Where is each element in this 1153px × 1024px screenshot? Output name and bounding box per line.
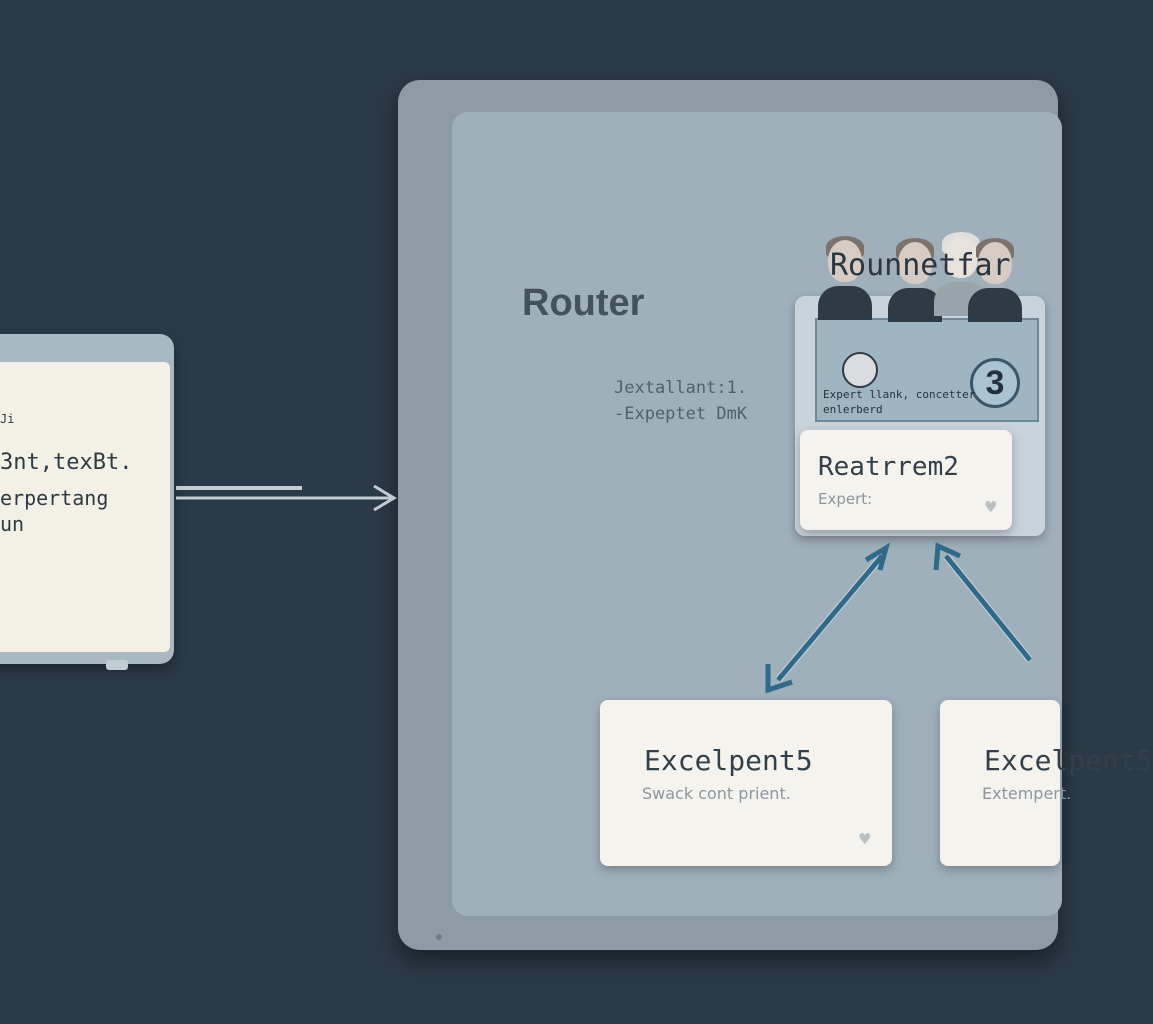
heart-icon: ♥ [984,498,998,516]
input-card [0,334,174,670]
input-line-1: Ji [0,412,15,426]
person-icon [842,352,878,388]
input-line-4: un [0,512,25,536]
avatar-4 [968,238,1022,322]
device-indicator [436,934,442,940]
router-sub-line-2: -Expeptet DmK [614,404,748,424]
group-note-2: enlerberd [823,403,883,416]
input-card-foot [106,660,128,670]
expert-card-bottom-left[interactable]: Excelpent5 Swack cont prient. ♥ [600,700,892,866]
expert-card-top[interactable]: Reatrrem2 Expert: ♥ [800,430,1012,530]
connectors [176,484,1033,694]
input-card-paper [0,362,170,652]
input-arrow [176,484,397,512]
connector-right [933,542,1033,663]
expert-group-title: Rounnetfar [830,248,1011,283]
connector-left [765,542,891,694]
expert-card-top-desc: Expert: [818,490,873,508]
expert-card-top-name: Reatrrem2 [818,452,959,482]
expert-card-bottom-left-name: Excelpent5 [644,744,813,777]
count-badge: 3 [970,358,1020,408]
avatar-2 [888,238,942,322]
heart-icon: ♥ [858,830,872,848]
group-note-1: Expert llank, concetter [823,388,976,401]
expert-card-bottom-right-name: Excelpent5 [984,744,1153,777]
expert-card-bottom-right-desc: Extempert. [982,784,1072,803]
router-sub-line-1: Jextallant:1. [614,378,748,398]
avatar-1 [818,236,872,320]
input-line-3: erpertang [0,486,109,510]
expert-card-bottom-right[interactable]: Excelpent5 Extempert. [940,700,1153,866]
router-title: Router [522,282,645,324]
expert-card-bottom-left-desc: Swack cont prient. [642,784,791,803]
input-line-2: 3nt,texBt. [0,450,133,475]
